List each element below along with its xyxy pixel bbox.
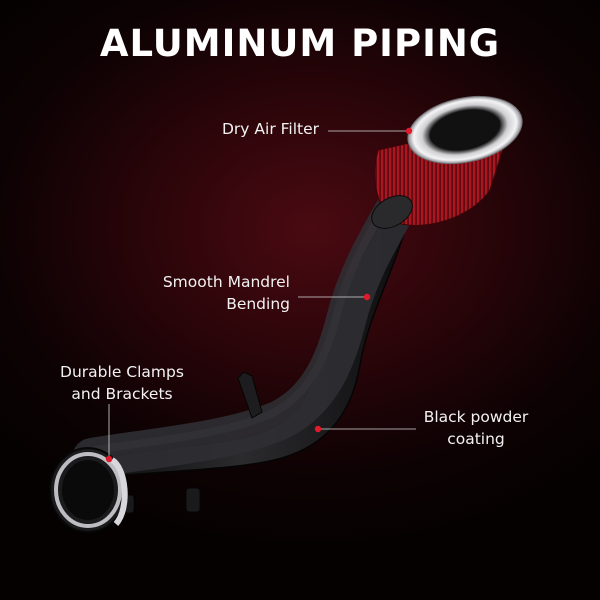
vacuum-nipple (185, 487, 201, 513)
callout-coating-marker (314, 425, 416, 433)
callout-text: Dry Air Filter (222, 120, 320, 138)
callout-text: Bending (226, 295, 290, 313)
hose-clamp (110, 457, 128, 526)
callout-dry-air-filter: Dry Air Filter (222, 118, 319, 140)
callout-clamps-marker (105, 404, 113, 463)
callout-bending-marker (298, 293, 371, 301)
callout-text: Black powder (423, 408, 529, 426)
callout-mandrel-bending: Smooth Mandrel Bending (155, 271, 290, 315)
air-filter (371, 95, 523, 229)
callout-text: and Brackets (71, 385, 173, 403)
page-title: ALUMINUM PIPING (99, 22, 501, 65)
callout-filter-marker (328, 127, 413, 135)
callout-text: Durable Clamps (60, 363, 184, 381)
callout-text: coating (447, 430, 505, 448)
callout-powder-coating: Black powder coating (420, 406, 532, 450)
callout-clamps-brackets: Durable Clamps and Brackets (57, 361, 187, 405)
callout-text: Smooth Mandrel (162, 273, 290, 291)
bracket (237, 371, 263, 419)
